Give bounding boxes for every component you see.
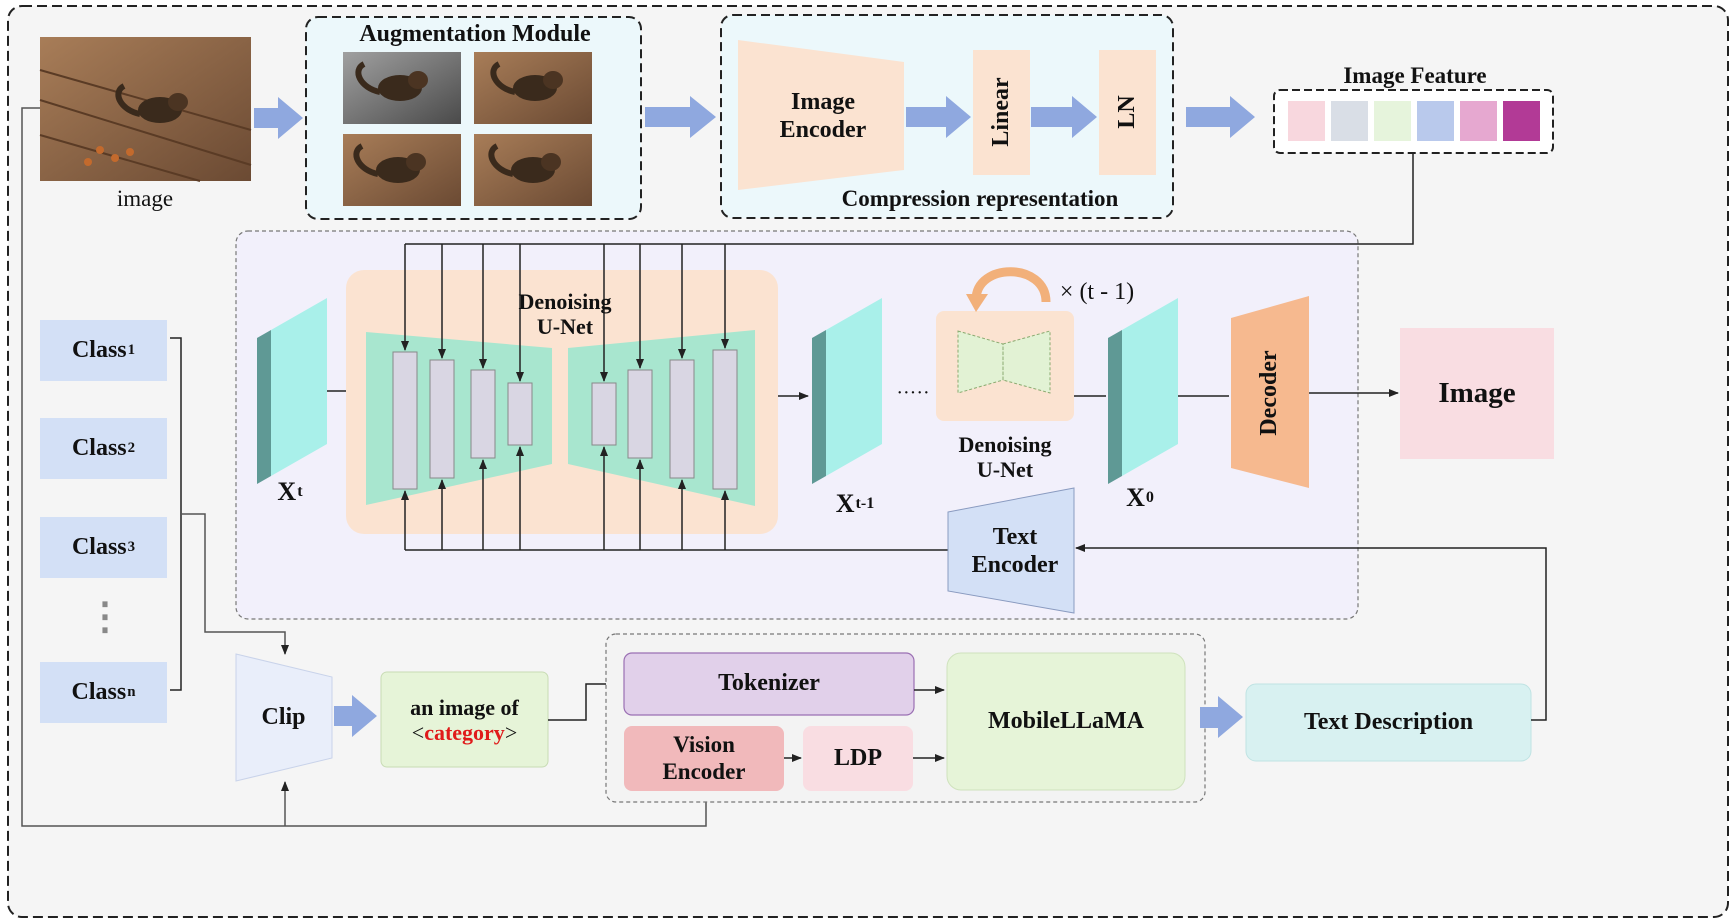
unet-bar-2 — [429, 359, 455, 479]
feature-cell-2 — [1331, 101, 1368, 141]
arrow-linear-to-ln — [1031, 96, 1097, 138]
unet-bar-6 — [627, 369, 653, 459]
unet-bar-5 — [591, 382, 617, 446]
latent-xt1-slab — [812, 298, 882, 484]
augmented-image-3 — [343, 134, 461, 206]
image-to-clip-line — [21, 107, 710, 827]
arrow-compression-to-feature — [1186, 96, 1255, 138]
arrow-augmentation-to-compression — [645, 96, 716, 138]
augmented-image-1 — [343, 52, 461, 124]
class-2-box — [40, 418, 167, 479]
repeat-loop-arrow — [971, 267, 1051, 303]
unet-bar-7 — [669, 359, 695, 479]
small-unet-shape — [957, 330, 1051, 394]
class-3-box — [40, 517, 167, 578]
augmented-image-4 — [474, 134, 592, 206]
unet-bar-8 — [712, 349, 738, 490]
vision-encoder-box — [624, 726, 784, 791]
latent-x0-slab — [1108, 298, 1178, 484]
ln-box — [1099, 50, 1156, 175]
unet-bar-4 — [507, 382, 533, 446]
unet-bar-1 — [392, 351, 418, 490]
prompt-to-tokenizer-line — [548, 680, 622, 721]
feature-condition-lines — [401, 153, 1414, 382]
class-n-box — [40, 662, 167, 723]
arrow-clip-to-prompt — [334, 695, 377, 737]
feature-cell-5 — [1460, 101, 1497, 141]
text-to-encoder-line — [1075, 544, 1547, 721]
text-description-box — [1245, 683, 1532, 762]
tokenizer-box — [623, 652, 915, 716]
unet-decoder-trapezoid — [568, 330, 755, 506]
mobilellama-box — [946, 652, 1186, 791]
ldp-box — [803, 726, 913, 791]
unet-bars — [392, 349, 738, 490]
linear-box — [973, 50, 1030, 175]
augmented-image-2 — [474, 52, 592, 124]
clip-shape — [235, 653, 333, 782]
feature-cell-1 — [1288, 101, 1325, 141]
input-image-photo — [39, 37, 252, 182]
image-encoder-shape — [738, 40, 904, 190]
arrow-encoder-to-linear — [906, 96, 971, 138]
feature-cell-6 — [1503, 101, 1540, 141]
arrow-llm-to-text — [1200, 696, 1243, 738]
decoder-shape — [1231, 296, 1309, 488]
image-feature-cells — [1288, 101, 1540, 141]
text-condition-lines — [401, 446, 948, 551]
arrow-image-to-augmentation — [254, 97, 303, 139]
output-image-box — [1400, 328, 1554, 459]
unet-bar-3 — [470, 369, 496, 459]
latent-xt-slab — [257, 298, 327, 484]
text-encoder-shape — [947, 487, 1075, 614]
feature-cell-3 — [1374, 101, 1411, 141]
class-to-clip-line — [181, 513, 289, 655]
class-1-box — [40, 320, 167, 381]
feature-cell-4 — [1417, 101, 1454, 141]
prompt-box — [380, 671, 549, 768]
